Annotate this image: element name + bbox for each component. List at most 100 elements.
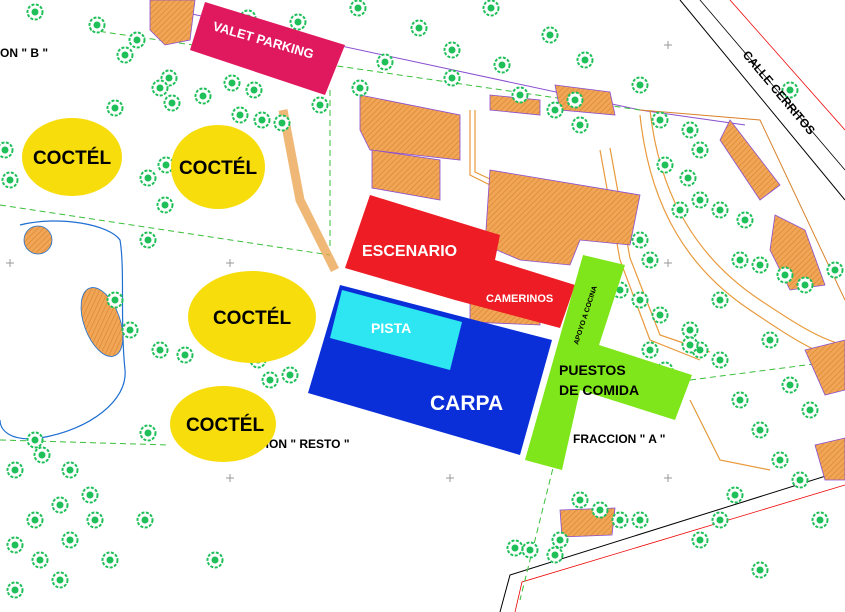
escenario-zone: ESCENARIO CAMERINOS: [345, 195, 575, 328]
coctel-area-1: COCTÉL: [22, 118, 122, 196]
tree-center: [636, 516, 644, 524]
tree-center: [448, 46, 456, 54]
tree-center: [741, 216, 749, 224]
escenario-label: ESCENARIO: [362, 243, 457, 260]
coctel-area-3: COCTÉL: [188, 271, 316, 363]
coctel-label: COCTÉL: [186, 414, 265, 436]
tree-center: [316, 101, 324, 109]
tree-center: [576, 496, 584, 504]
tree-center: [133, 36, 141, 44]
tree-center: [121, 51, 129, 59]
tree-center: [211, 556, 219, 564]
pista-zone: PISTA: [330, 290, 462, 370]
tree-center: [786, 86, 794, 94]
tree-center: [516, 91, 524, 99]
pista-label: PISTA: [371, 320, 411, 336]
tree-center: [551, 106, 559, 114]
tree-center: [356, 84, 364, 92]
tree-center: [66, 466, 74, 474]
tree-center: [796, 476, 804, 484]
tree-center: [498, 61, 506, 69]
valet-parking-zone: VALET PARKING: [190, 2, 345, 95]
tree-center: [696, 346, 704, 354]
tree-center: [111, 296, 119, 304]
tree-center: [581, 56, 589, 64]
tree-center: [556, 536, 564, 544]
tree-center: [66, 536, 74, 544]
tree-center: [511, 544, 519, 552]
tree-center: [31, 436, 39, 444]
coctel-label: COCTÉL: [213, 307, 292, 329]
tree-center: [36, 556, 44, 564]
tree-center: [781, 271, 789, 279]
tree-center: [1, 146, 9, 154]
tree-center: [831, 266, 839, 274]
tree-center: [576, 121, 584, 129]
tree-center: [646, 256, 654, 264]
tree-center: [161, 201, 169, 209]
tree-center: [816, 516, 824, 524]
puestos-label: PUESTOS: [559, 362, 626, 378]
tree-center: [126, 326, 134, 334]
coctel-area-4: COCTÉL: [170, 386, 276, 462]
tree-center: [806, 406, 814, 414]
tree-center: [6, 176, 14, 184]
tree-center: [716, 206, 724, 214]
tree-center: [278, 119, 286, 127]
tree-center: [228, 79, 236, 87]
tree-center: [11, 466, 19, 474]
tree-center: [636, 81, 644, 89]
label-calle: CALLE CERRITOS: [740, 48, 818, 138]
tree-center: [91, 516, 99, 524]
tree-center: [756, 261, 764, 269]
tree-center: [656, 116, 664, 124]
de-comida-label: DE COMIDA: [559, 382, 639, 398]
tree-center: [676, 206, 684, 214]
coctel-label: COCTÉL: [179, 157, 258, 179]
tree-center: [156, 84, 164, 92]
tree-center: [162, 161, 170, 169]
tree-center: [31, 8, 39, 16]
tree-center: [756, 426, 764, 434]
tree-center: [696, 146, 704, 154]
tree-center: [168, 99, 176, 107]
trees: [0, 0, 844, 599]
tree-center: [236, 111, 244, 119]
tree-center: [696, 536, 704, 544]
coctel-areas: COCTÉL COCTÉL COCTÉL COCTÉL: [22, 118, 316, 462]
coctel-label: COCTÉL: [33, 147, 112, 169]
tree-center: [93, 21, 101, 29]
tree-center: [106, 556, 114, 564]
tree-center: [86, 491, 94, 499]
puestos-de-comida-zone: APOYO A COCINA PUESTOS DE COMIDA: [525, 255, 692, 470]
tree-center: [684, 174, 692, 182]
tree-center: [776, 456, 784, 464]
tree-center: [526, 546, 534, 554]
tree-center: [448, 74, 456, 82]
tree-center: [141, 516, 149, 524]
tree-center: [766, 336, 774, 344]
tree-center: [258, 116, 266, 124]
tree-center: [38, 451, 46, 459]
tree-center: [199, 92, 207, 100]
tree-center: [716, 516, 724, 524]
tree-center: [686, 341, 694, 349]
camerinos-label: CAMERINOS: [486, 293, 553, 305]
tree-center: [716, 356, 724, 364]
tree-center: [636, 236, 644, 244]
tree-center: [144, 174, 152, 182]
tree-center: [381, 58, 389, 66]
coctel-area-2: COCTÉL: [171, 125, 265, 209]
tree-center: [571, 96, 579, 104]
tree-center: [181, 351, 189, 359]
tree-center: [716, 296, 724, 304]
tree-center: [731, 491, 739, 499]
tree-center: [415, 24, 423, 32]
tree-center: [11, 586, 19, 594]
tree-center: [111, 104, 119, 112]
tree-center: [756, 566, 764, 574]
tree-center: [686, 126, 694, 134]
tree-center: [596, 506, 604, 514]
